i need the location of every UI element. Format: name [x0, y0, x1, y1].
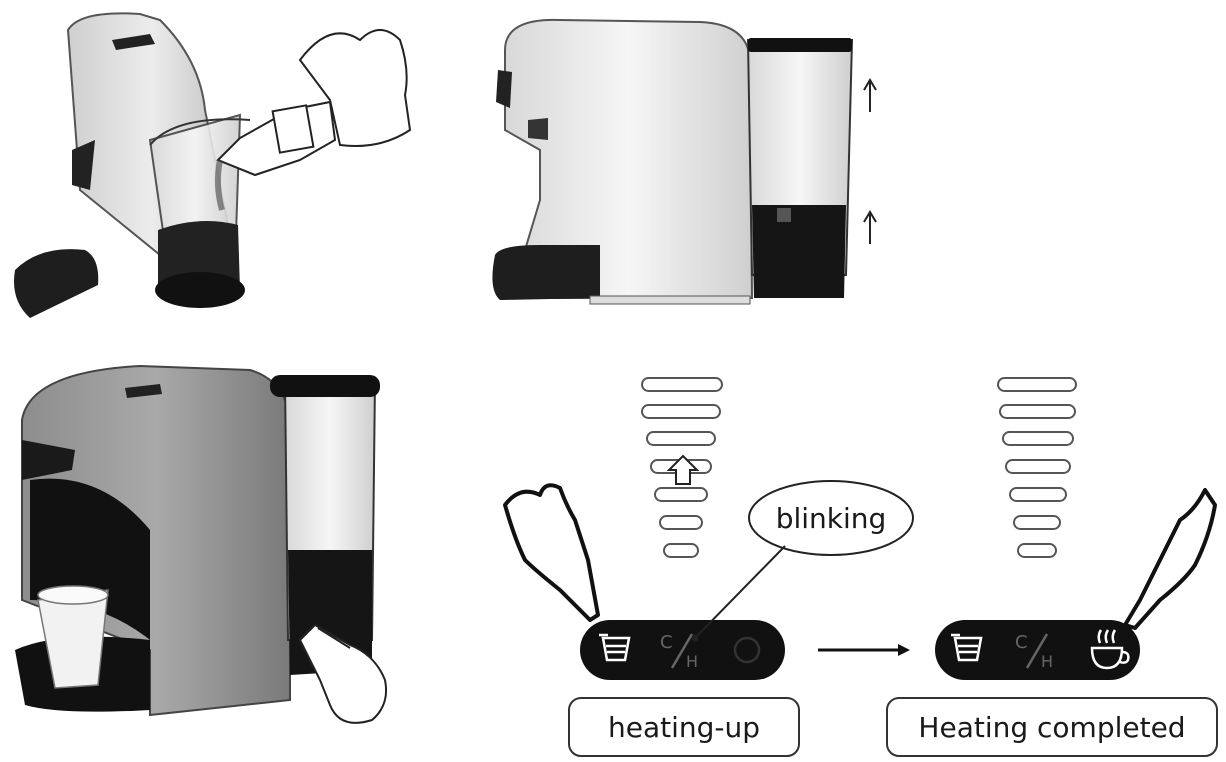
heating-up-label-box: heating-up	[568, 697, 800, 757]
heating-completed-label-box: Heating completed	[886, 697, 1218, 757]
control-panel-heating-up: C H	[580, 620, 785, 680]
coffee-cup-icon	[1090, 629, 1130, 670]
pressing-hand	[298, 623, 388, 724]
lift-arrow-top	[863, 78, 877, 112]
water-tank-icon	[599, 633, 631, 662]
blinking-callout: blinking	[691, 480, 914, 642]
svg-text:C: C	[660, 632, 673, 653]
step-insert-tank-illustration	[492, 18, 877, 305]
cold-hot-icon: C H	[660, 632, 698, 671]
machine-top-slot	[112, 34, 155, 50]
drip-tray	[492, 245, 600, 300]
left-hand-sketch	[503, 483, 600, 622]
transition-arrow	[818, 644, 910, 656]
steam-indicator-left	[641, 377, 723, 558]
steam-indicator-right	[997, 377, 1077, 558]
right-hand-sketch	[1123, 488, 1217, 630]
step-press-button-illustration	[15, 364, 388, 724]
coffee-cup-icon	[733, 636, 761, 664]
cold-hot-icon: C H	[1015, 632, 1053, 671]
svg-text:H: H	[1041, 652, 1053, 671]
blinking-label: blinking	[776, 502, 887, 535]
water-tank-icon	[951, 633, 983, 662]
heating-up-label: heating-up	[608, 711, 760, 744]
svg-text:H: H	[686, 652, 698, 671]
control-panel-heating-completed: C H	[935, 620, 1140, 680]
step-fill-water-illustration	[14, 12, 412, 318]
svg-text:C: C	[1015, 632, 1028, 653]
lift-arrow-bottom	[863, 210, 877, 244]
pouring-hand	[298, 29, 412, 147]
rising-arrow-icon	[666, 454, 700, 485]
heating-completed-label: Heating completed	[918, 711, 1185, 744]
tank-lid	[14, 249, 99, 318]
